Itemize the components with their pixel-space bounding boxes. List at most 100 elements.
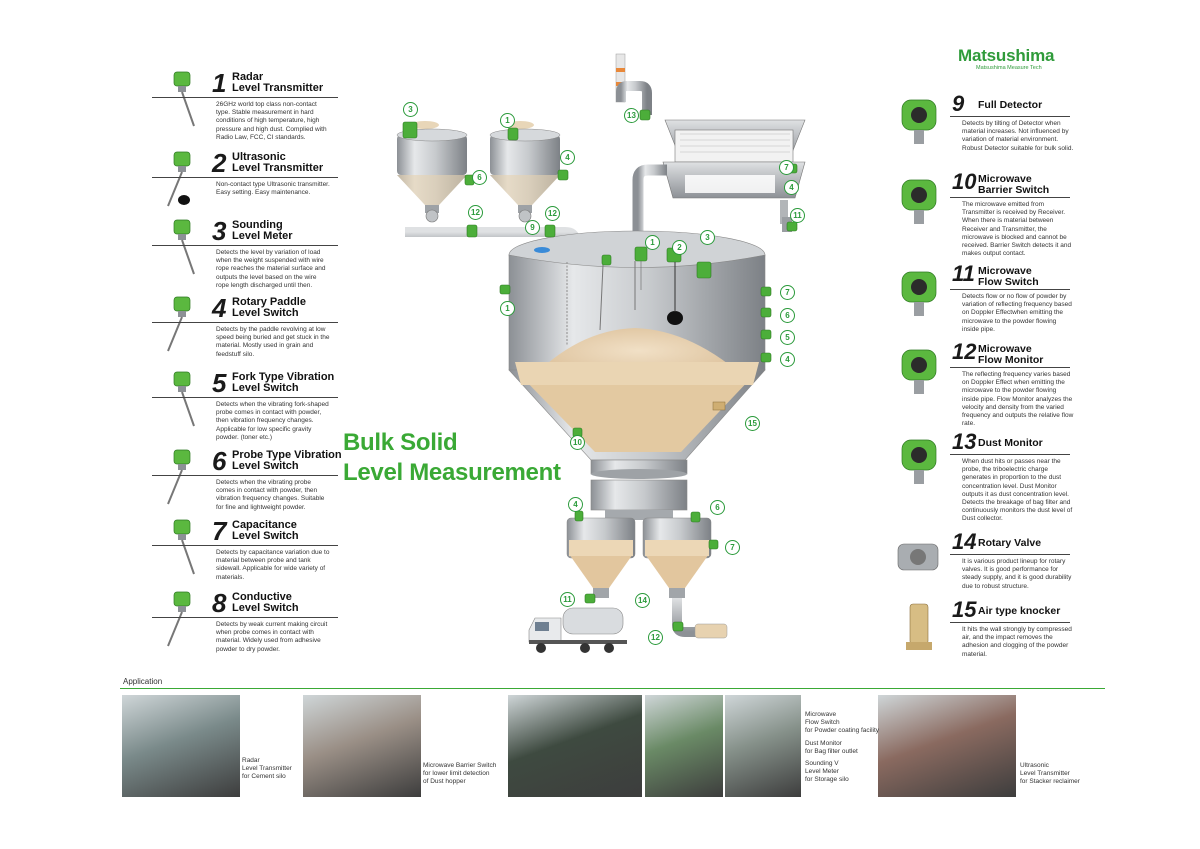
product-title-line2: Flow Monitor — [978, 354, 1044, 366]
product-description: Detects by the paddle revolving at low s… — [216, 326, 330, 358]
product-title: Conductive Level Switch — [232, 592, 299, 614]
caption-line: Radar — [242, 757, 260, 764]
product-title-line1: Rotary Valve — [978, 537, 1042, 549]
product-description: It is various product lineup for rotary … — [962, 558, 1072, 590]
product-title-line2: Level Meter — [232, 230, 293, 242]
product-divider — [152, 617, 338, 618]
product-item-12: 12 Microwave Flow Monitor The reflecting… — [892, 339, 1082, 427]
product-title: Sounding Level Meter — [232, 220, 293, 242]
product-title: Microwave Flow Monitor — [978, 344, 1043, 366]
product-title-line1: Fork Type Vibration — [232, 371, 335, 383]
product-description: Detects the level by variation of load w… — [216, 249, 326, 289]
product-title-line1: Sounding — [232, 219, 283, 231]
product-item-9: 9 Full Detector Detects by tilting of De… — [892, 92, 1082, 172]
product-title-line1: Dust Monitor — [978, 437, 1043, 449]
product-title-line2: Level Switch — [232, 307, 299, 319]
product-number: 1 — [212, 68, 227, 98]
caption-line: Ultrasonic — [1020, 762, 1049, 769]
product-description: Detects by weak current making circuit w… — [216, 621, 328, 653]
product-description: Detects when the vibrating fork-shaped p… — [216, 401, 329, 441]
product-description: Detects when the vibrating probe comes i… — [216, 479, 325, 511]
flow-monitor-icon — [892, 340, 948, 400]
flow-switch-icon — [892, 262, 948, 322]
application-photo — [725, 695, 801, 797]
product-item-8: 8 Conductive Level Switch Detects by wea… — [152, 590, 342, 660]
product-title-line1: Ultrasonic — [232, 151, 286, 163]
callout-marker: 10 — [570, 435, 585, 450]
product-description: The reflecting frequency varies based on… — [962, 371, 1074, 428]
product-item-7: 7 Capacitance Level Switch Detects by ca… — [152, 518, 342, 588]
callout-marker: 7 — [780, 285, 795, 300]
product-item-1: 1 Radar Level Transmitter 26GHz world to… — [152, 68, 342, 141]
callout-marker: 12 — [545, 206, 560, 221]
title-line-1: Bulk Solid — [343, 429, 458, 456]
application-divider — [120, 688, 1105, 689]
product-title-line1: Microwave — [978, 343, 1032, 355]
caption-line: for Stacker reclaimer — [1020, 778, 1080, 785]
callout-marker: 7 — [725, 540, 740, 555]
product-title-line2: Level Switch — [232, 602, 299, 614]
title-line-2: Level Measurement — [343, 459, 561, 486]
product-title: Full Detector — [978, 100, 1042, 111]
product-number: 6 — [212, 446, 227, 476]
product-title-line2: Flow Switch — [978, 276, 1039, 288]
lower-hopper-left — [566, 517, 636, 598]
product-description: Detects by capacitance variation due to … — [216, 549, 330, 581]
ultrasonic-transmitter-icon — [154, 150, 208, 210]
product-divider — [152, 97, 338, 98]
product-title: Microwave Barrier Switch — [978, 174, 1049, 196]
product-title-line2: Level Switch — [232, 382, 299, 394]
callout-marker: 5 — [780, 330, 795, 345]
product-divider — [152, 322, 338, 323]
product-title: Dust Monitor — [978, 438, 1043, 449]
product-description: Non-contact type Ultrasonic transmitter.… — [216, 181, 330, 197]
application-photo — [508, 695, 642, 797]
product-description: The microwave emitted from Transmitter i… — [962, 201, 1072, 258]
product-description: Detects flow or no flow of powder by var… — [962, 293, 1072, 333]
product-item-13: 13 Dust Monitor When dust hits or passes… — [892, 430, 1082, 522]
callout-marker: 4 — [568, 497, 583, 512]
product-number: 2 — [212, 148, 227, 178]
callout-marker: 11 — [790, 208, 805, 223]
product-divider — [950, 454, 1070, 455]
application-photo — [122, 695, 240, 797]
probe-switch-icon — [154, 448, 208, 508]
caption-line: Sounding V — [805, 760, 839, 767]
page-title: Bulk Solid Level Measurement — [343, 428, 561, 488]
product-item-6: 6 Probe Type Vibration Level Switch Dete… — [152, 448, 342, 518]
callout-marker: 12 — [468, 205, 483, 220]
product-title-line1: Conductive — [232, 591, 292, 603]
product-divider — [152, 475, 338, 476]
callout-marker: 2 — [672, 240, 687, 255]
callout-marker: 1 — [500, 113, 515, 128]
product-title-line2: Level Switch — [232, 460, 299, 472]
caption-line: Dust Monitor — [805, 740, 842, 747]
product-number: 12 — [952, 339, 977, 364]
callout-marker: 1 — [500, 301, 515, 316]
product-divider — [950, 554, 1070, 555]
small-hopper-right — [489, 121, 561, 223]
rotary-paddle-icon — [154, 295, 208, 355]
lower-hopper-right — [642, 517, 712, 598]
rotary-valve-icon — [892, 530, 948, 590]
product-title: Rotary Valve — [978, 538, 1041, 549]
product-divider — [950, 289, 1070, 290]
application-label: Application — [123, 677, 163, 686]
caption-line: Microwave Barrier Switch — [423, 762, 497, 769]
product-item-3: 3 Sounding Level Meter Detects the level… — [152, 218, 342, 289]
main-silo — [508, 230, 766, 520]
caption-line: Microwave — [805, 711, 837, 718]
callout-marker: 6 — [710, 500, 725, 515]
product-title-line1: Microwave — [978, 173, 1032, 185]
product-description: 26GHz world top class non-contact type. … — [216, 101, 327, 141]
product-number: 11 — [952, 261, 975, 286]
callout-marker: 15 — [745, 416, 760, 431]
callout-marker: 9 — [525, 220, 540, 235]
product-title-line1: Capacitance — [232, 519, 297, 531]
product-divider — [950, 197, 1070, 198]
product-description: It hits the wall strongly by compressed … — [962, 626, 1072, 658]
air-knocker-icon — [892, 598, 948, 658]
callout-marker: 6 — [780, 308, 795, 323]
